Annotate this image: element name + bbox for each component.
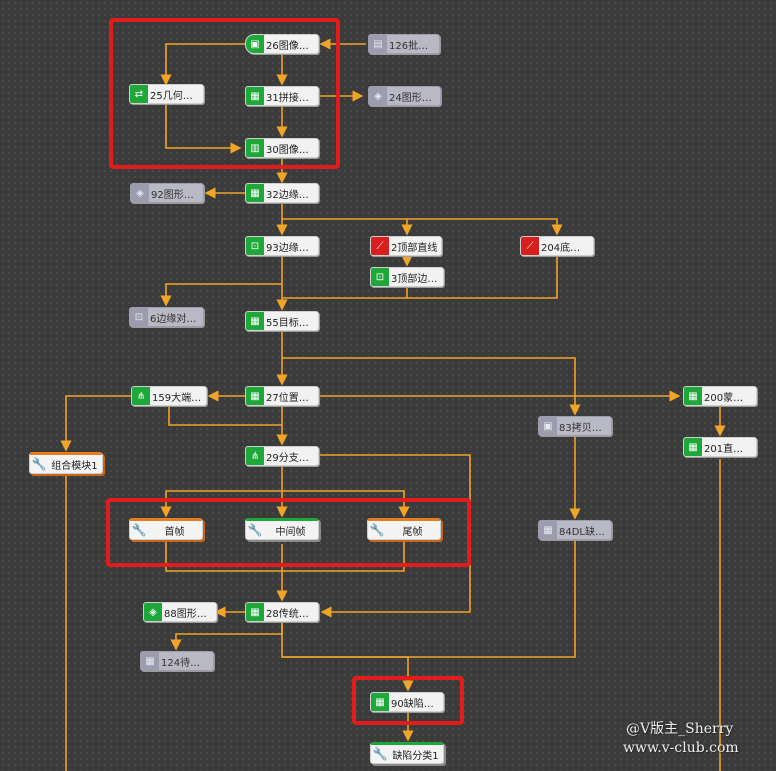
- node-126-batch-read[interactable]: ▤ 126批量读...: [368, 34, 440, 54]
- node-combo-module[interactable]: 🔧 组合模块1: [29, 452, 103, 474]
- node-25-geometric-transform[interactable]: ⇄ 25几何变换1: [129, 84, 204, 104]
- image-icon: ▣: [539, 417, 557, 435]
- highlight-box-stitch-group: [109, 18, 340, 169]
- node-93-edge-position[interactable]: ⊡ 93边缘位...: [245, 236, 319, 256]
- branch-icon: ⋔: [132, 387, 150, 405]
- node-124-pending-classify[interactable]: ▦ 124待分类...: [140, 651, 214, 671]
- roi-icon: ▦: [246, 387, 264, 405]
- line-find-icon: ⟋: [371, 237, 389, 255]
- wrench-icon: 🔧: [247, 523, 263, 537]
- node-defect-classify[interactable]: 🔧 缺陷分类1: [370, 742, 444, 764]
- branch-icon: ⋔: [246, 447, 264, 465]
- wrench-icon: 🔧: [369, 523, 385, 537]
- node-204-bottom-line[interactable]: ⟋ 204底边直线: [520, 236, 594, 256]
- roi-icon: ▦: [246, 312, 264, 330]
- node-3-top-edge[interactable]: ⊡ 3顶部边缘...: [370, 267, 444, 287]
- node-26-image-source[interactable]: ▣ 26图像源1: [245, 34, 319, 54]
- node-32-edge-roi[interactable]: ▦ 32边缘ROI: [245, 183, 319, 203]
- node-90-defect-summary[interactable]: ▦ 90缺陷汇总: [370, 692, 444, 712]
- line-find-icon: ⟋: [521, 237, 539, 255]
- node-2-top-line[interactable]: ⟋ 2顶部直线: [370, 236, 442, 256]
- roi-icon: ▦: [371, 693, 389, 711]
- shape-collect-icon: ◈: [131, 184, 149, 202]
- roi-icon: ▦: [141, 652, 159, 670]
- watermark-author: @V版主_Sherry: [626, 721, 734, 737]
- node-200-frosted-glass[interactable]: ▦ 200蒙玻璃...: [683, 386, 757, 406]
- shape-collect-icon: ◈: [144, 603, 162, 621]
- transform-icon: ⇄: [130, 85, 148, 103]
- highlight-box-frame-group: [106, 498, 471, 567]
- node-55-object-detect[interactable]: ▦ 55目标检...: [245, 311, 319, 331]
- wrench-icon: 🔧: [131, 523, 147, 537]
- node-201-histogram[interactable]: ▦ 201直方图...: [683, 437, 757, 457]
- node-92-shape-collect[interactable]: ◈ 92图形收集6: [130, 183, 204, 203]
- roi-icon: ▦: [246, 184, 264, 202]
- node-24-shape-collect[interactable]: ◈ 24图形收集3: [368, 86, 441, 106]
- roi-icon: ▦: [246, 603, 264, 621]
- node-83-copy-fill[interactable]: ▣ 83拷贝填充1: [538, 416, 612, 436]
- node-6-edge-align[interactable]: ⊡ 6边缘对位...: [129, 307, 204, 327]
- node-31-stitch-roi[interactable]: ▦ 31拼接ROI...: [245, 86, 319, 106]
- node-27-position-judge[interactable]: ▦ 27位置判定: [245, 386, 319, 406]
- roi-icon: ▦: [684, 438, 702, 456]
- edge-icon: ⊡: [371, 268, 389, 286]
- roi-icon: ▦: [246, 87, 264, 105]
- batch-read-icon: ▤: [369, 35, 387, 53]
- node-28-traditional-defect[interactable]: ▦ 28传统缺...: [245, 602, 319, 622]
- image-icon: ▣: [246, 35, 264, 53]
- shape-collect-icon: ◈: [369, 87, 387, 105]
- stitch-icon: ▥: [246, 139, 264, 157]
- node-88-shape-collect[interactable]: ◈ 88图形收集1: [143, 602, 217, 622]
- node-middle-frame[interactable]: 🔧 中间帧: [245, 518, 319, 540]
- highlight-box-defect-summary: [352, 676, 464, 725]
- node-last-frame[interactable]: 🔧 尾帧: [367, 518, 441, 540]
- roi-icon: ▦: [539, 521, 557, 539]
- edge-icon: ⊡: [130, 308, 148, 326]
- node-29-branch-module[interactable]: ⋔ 29分支模块1: [245, 446, 319, 466]
- wrench-icon: 🔧: [31, 457, 47, 471]
- node-159-large-edge[interactable]: ⋔ 159大端边...: [131, 386, 207, 406]
- node-first-frame[interactable]: 🔧 首帧: [129, 518, 203, 540]
- wrench-icon: 🔧: [372, 747, 388, 761]
- roi-icon: ▦: [684, 387, 702, 405]
- node-30-image-stitch[interactable]: ▥ 30图像拼接1: [245, 138, 319, 158]
- watermark-url: www.v-club.com: [623, 740, 739, 756]
- node-84-dl-defect[interactable]: ▦ 84DL缺陷...: [538, 520, 612, 540]
- edge-icon: ⊡: [246, 237, 264, 255]
